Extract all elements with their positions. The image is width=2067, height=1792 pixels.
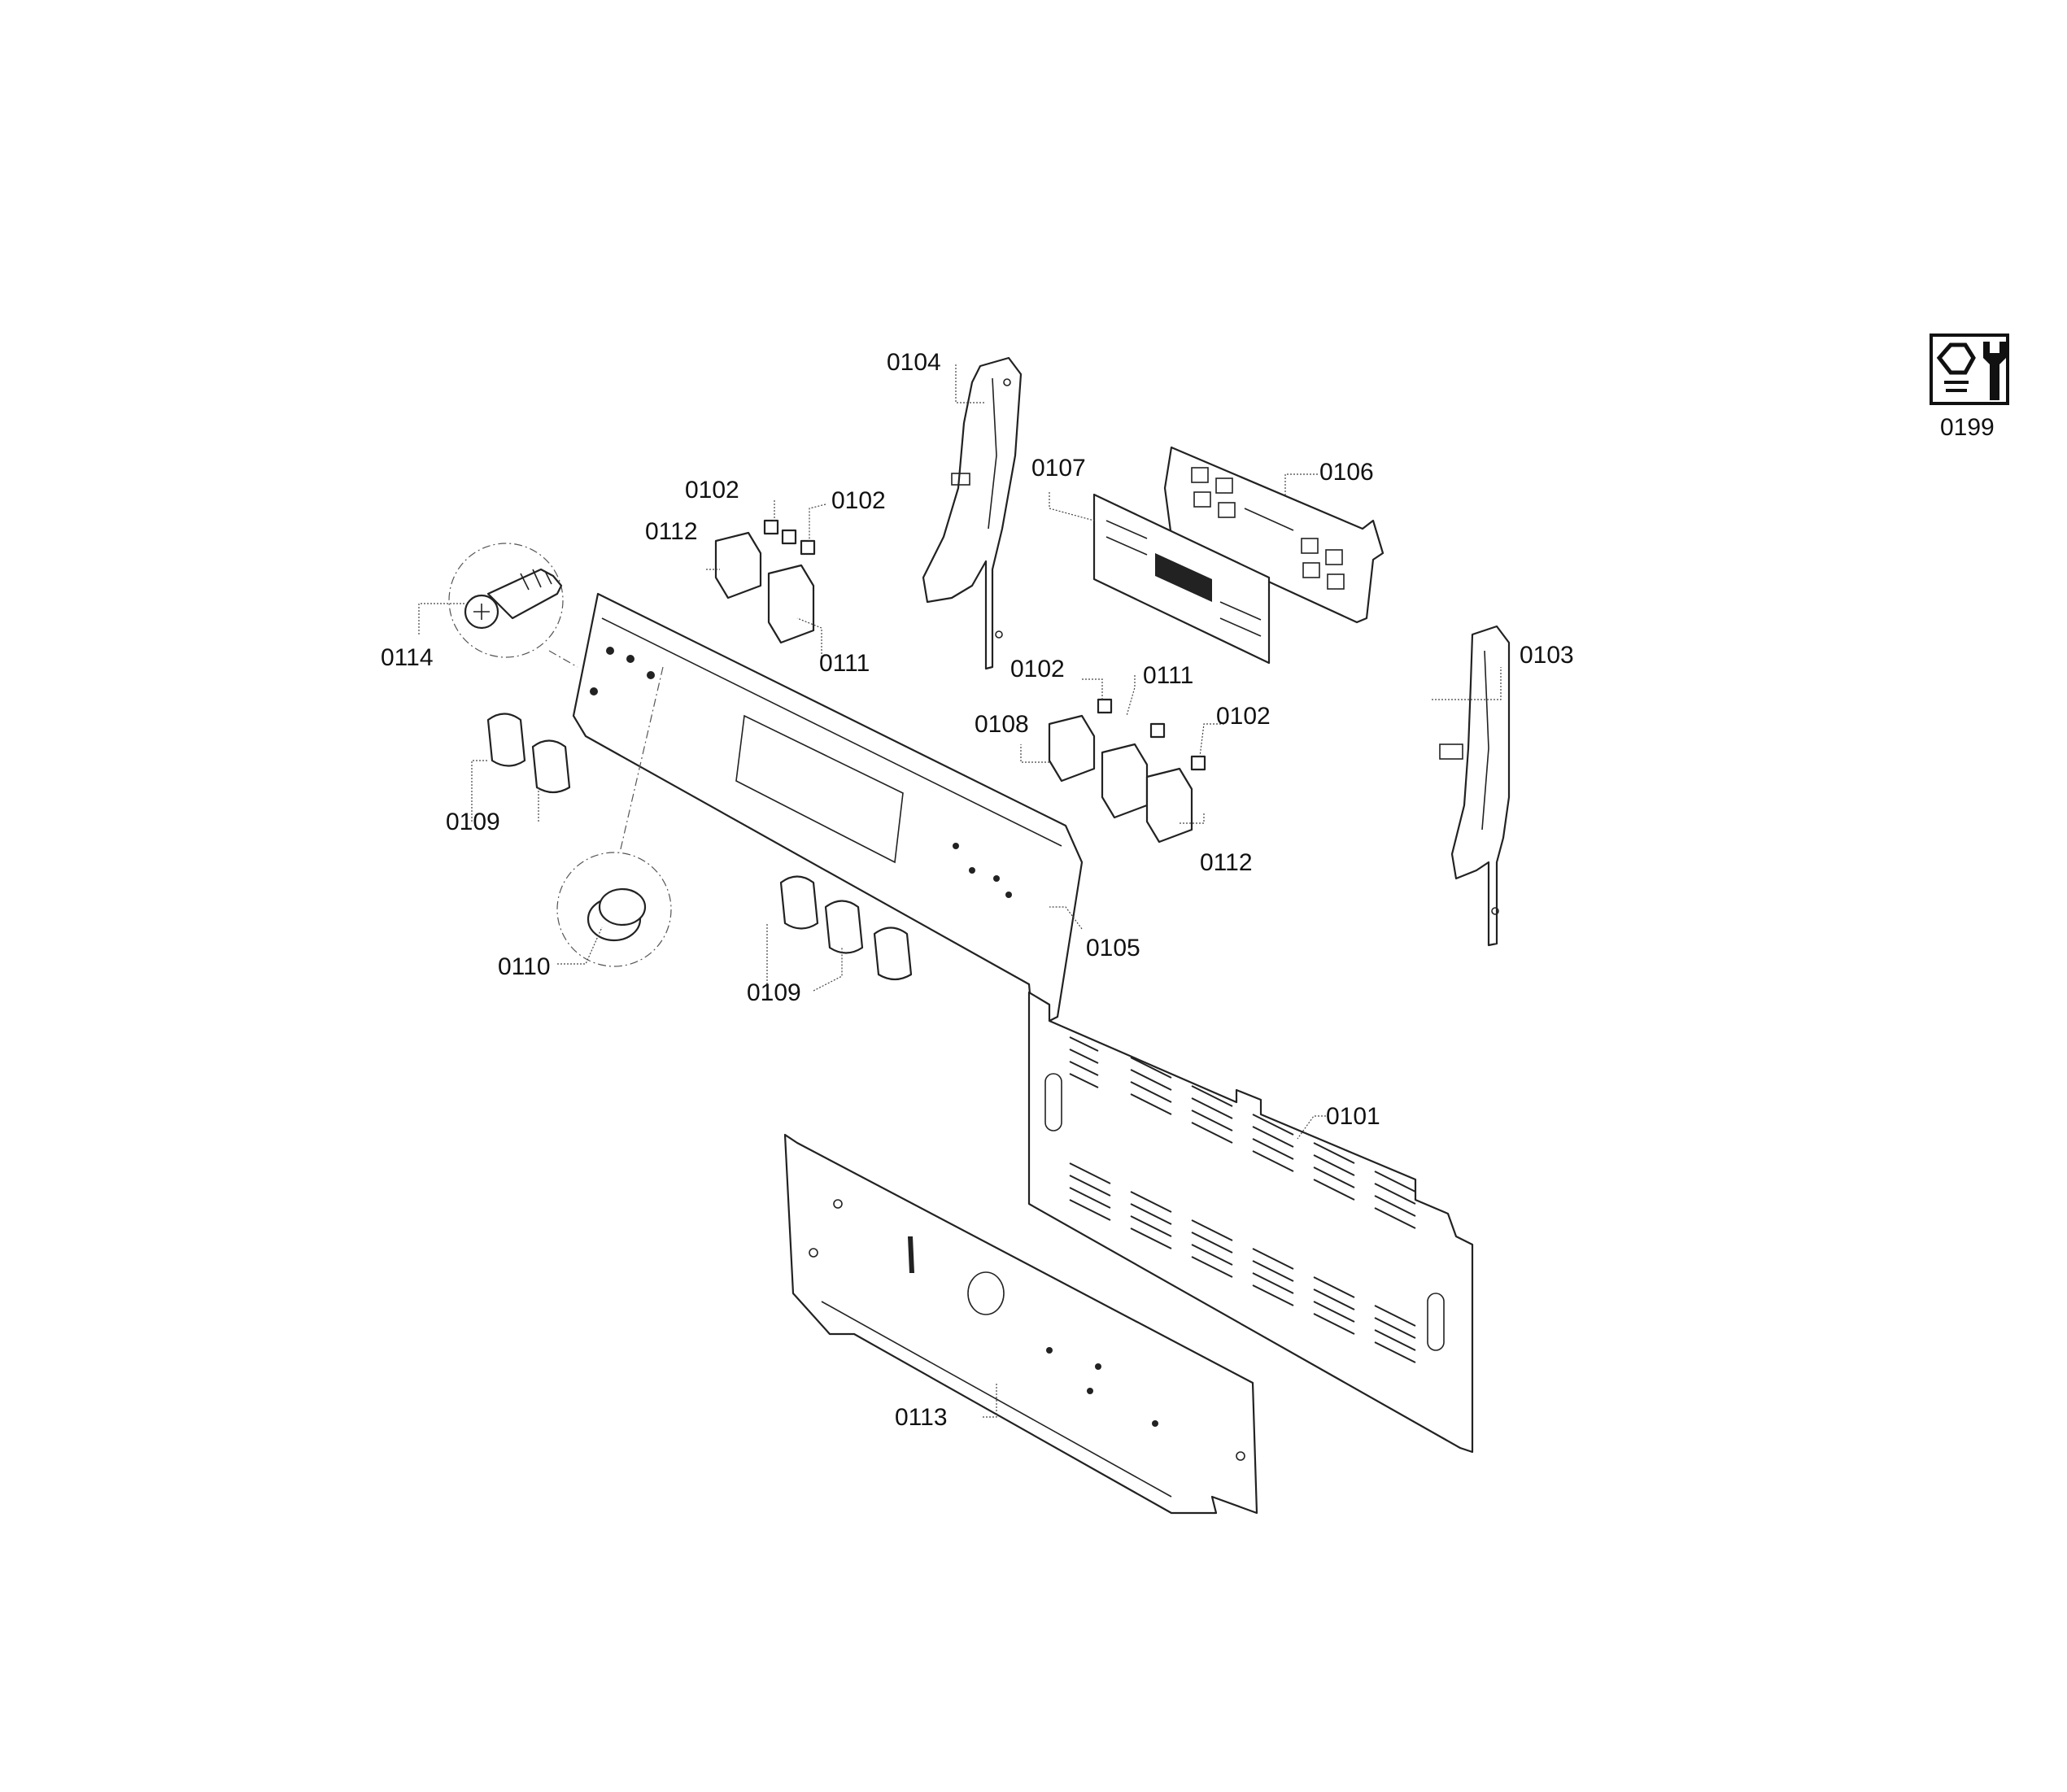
callout-0199: 0199 [1940,414,1995,441]
screw-and-wrench-icon [1930,334,2009,405]
callout-0107: 0107 [1031,455,1086,482]
callout-labels: 0101 0102 0102 0102 0102 0103 0104 0105 … [381,349,1995,1431]
infinite-switch-part [714,531,1193,844]
callout-0111-b: 0111 [1143,662,1193,689]
callout-0103: 0103 [1520,642,1574,669]
electronic-control-board-part [1163,446,1385,624]
rear-vent-cover-part [1027,991,1474,1454]
side-bracket-left-part [922,356,1023,670]
control-knob-part [486,713,913,981]
callout-0109-a: 0109 [446,809,500,835]
callout-0113: 0113 [895,1404,948,1431]
callout-0105: 0105 [1086,935,1140,961]
callout-0111-a: 0111 [819,650,870,677]
screw-detail-part [448,543,578,668]
callout-0104: 0104 [887,349,941,376]
side-bracket-right-part [1439,625,1511,947]
relay-terminal-part [763,519,1206,771]
callout-0102-c: 0102 [1010,656,1065,682]
callout-0102-a: 0102 [685,477,739,504]
display-overlay-part [1092,493,1271,665]
callout-0102-b: 0102 [831,487,886,514]
callout-0108: 0108 [975,711,1029,738]
callout-0110: 0110 [498,953,551,980]
callout-0112-b: 0112 [1200,849,1253,876]
lower-mounting-bracket-part [783,1133,1258,1515]
callout-0112-a: 0112 [645,518,698,545]
callout-0114: 0114 [381,644,434,671]
callout-0109-b: 0109 [747,979,801,1006]
callout-0101: 0101 [1326,1103,1380,1130]
callout-0102-d: 0102 [1216,703,1271,730]
callout-0106: 0106 [1319,459,1374,486]
callout-leaders [418,364,1502,1418]
